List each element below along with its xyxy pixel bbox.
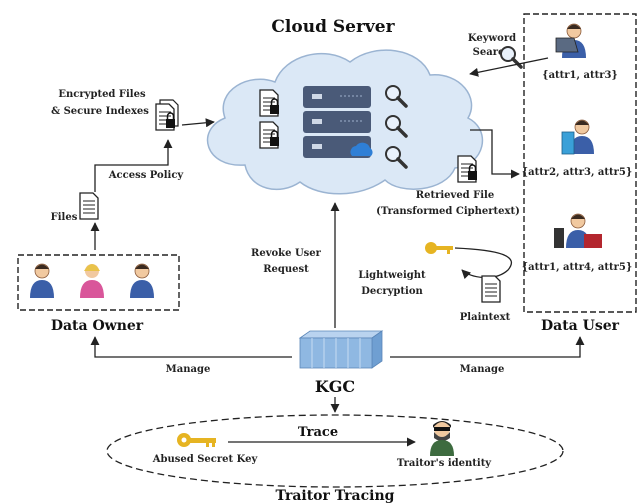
owner-person-icon <box>129 263 155 299</box>
user1-attrs: {attr1, attr3} <box>542 70 618 81</box>
key-icon <box>425 242 453 254</box>
user-person-icon <box>561 119 595 155</box>
arrow-retrieved-file <box>470 129 520 179</box>
arrow-manage-user <box>390 336 585 358</box>
secure-indexes-label: & Secure Indexes <box>51 106 149 117</box>
kgc-building-icon <box>298 330 384 369</box>
user-laptop-icon <box>555 23 587 59</box>
data-owner-title: Data Owner <box>51 318 144 334</box>
access-policy-label: Access Policy <box>108 170 185 181</box>
request-label: Request <box>263 264 309 275</box>
traitor-tracing-title: Traitor Tracing <box>276 488 395 504</box>
retrieved-file-label: Retrieved File <box>416 190 494 201</box>
retrieved-file-icon <box>458 156 477 182</box>
files-doc-icon <box>79 192 99 220</box>
revoke-user-label: Revoke User <box>251 248 322 259</box>
arrow-access-policy <box>94 139 173 192</box>
arrow-keyword-search <box>469 57 549 77</box>
server-icon <box>303 86 373 158</box>
plaintext-label: Plaintext <box>460 312 511 323</box>
manage-owner-label: Manage <box>166 364 211 375</box>
data-user-box <box>523 13 637 313</box>
encrypted-files-label: Encrypted Files <box>58 89 146 100</box>
user3-attrs: {attr1, attr4, attr5} <box>522 262 633 273</box>
cloud-server-title: Cloud Server <box>271 17 395 37</box>
arrow-to-cloud <box>181 118 215 128</box>
search-label: Search <box>473 47 512 58</box>
cloud-encrypted-doc-icon <box>260 90 279 116</box>
traitor-identity-label: Traitor's identity <box>397 458 492 469</box>
manage-user-label: Manage <box>460 364 505 375</box>
data-user-title: Data User <box>541 318 620 334</box>
user2-attrs: {attr2, attr3, attr5} <box>522 167 633 178</box>
owner-person-icon <box>29 263 55 299</box>
traitor-icon <box>430 421 454 456</box>
encrypted-files-icon <box>156 99 179 130</box>
keyword-label: Keyword <box>468 33 516 44</box>
cloud-encrypted-doc-icon <box>260 122 279 148</box>
abused-key-label: Abused Secret Key <box>152 454 259 465</box>
user-person-icon <box>554 213 602 249</box>
files-label: Files <box>51 212 78 223</box>
decryption-label: Decryption <box>361 286 423 297</box>
kgc-title: KGC <box>315 377 355 396</box>
transformed-ciphertext-label: (Transformed Ciphertext) <box>376 206 520 217</box>
lightweight-label: Lightweight <box>358 270 426 281</box>
owner-person-icon <box>80 264 104 298</box>
arrow-manage-owner <box>90 336 292 358</box>
arrow-decryption <box>454 247 513 280</box>
trace-label: Trace <box>298 425 338 440</box>
abused-key-icon <box>177 433 216 447</box>
traitor-tracing-ellipse <box>106 414 564 488</box>
plaintext-doc-icon <box>481 275 501 303</box>
